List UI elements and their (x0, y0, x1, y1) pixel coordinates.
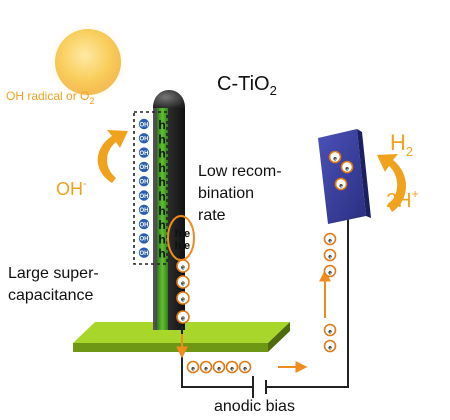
hole-symbol: h (158, 132, 165, 146)
hydroxyl-badge: OH (137, 232, 150, 245)
electron-marker: e (323, 232, 337, 246)
recombination-electron: e (184, 240, 190, 252)
hole-symbol: h (158, 161, 165, 175)
electron-symbol: e (328, 238, 332, 245)
electron-marker: e (323, 323, 337, 337)
electron-marker: e (238, 360, 252, 374)
hole-symbol: h (158, 232, 165, 246)
hole-symbol: h (158, 218, 165, 232)
electron-marker: e (212, 360, 226, 374)
hydrogen-label: H2 (390, 130, 413, 159)
hydroxyl-text: OH (140, 208, 149, 214)
sun-icon (46, 20, 130, 104)
low-recombination-line-1: Low recom- (198, 163, 282, 180)
c-tio2-nanotube (153, 90, 185, 330)
electron-symbol: e (328, 270, 332, 277)
supercapacitance-region (133, 111, 168, 265)
hydroxyl-text: OH (140, 222, 149, 228)
rod-electron-column: e e e e (176, 259, 190, 324)
external-circuit (176, 215, 349, 398)
hydroxyl-badge: OH (137, 132, 150, 145)
hydroxyl-text: OH (140, 122, 149, 128)
electron-marker: e (176, 259, 190, 273)
electron-symbol: e (328, 345, 332, 352)
hydroxyl-badge: OH (137, 118, 150, 131)
electron-symbol: e (328, 329, 332, 336)
hydroxyl-text: OH (140, 194, 149, 200)
cathode-plate (318, 129, 371, 224)
electron-marker: e (334, 177, 348, 191)
recombination-electron: e (184, 228, 190, 240)
hydroxyl-text: OH (140, 151, 149, 157)
recombination-hole: h (175, 240, 182, 252)
electron-marker: e (176, 310, 190, 324)
hydroxide-label: OH- (56, 178, 87, 199)
electron-symbol: e (345, 166, 349, 173)
proton-label: 2H+ (386, 187, 419, 212)
hydroxyl-badge: OH (137, 218, 150, 231)
hole-symbol: h (158, 175, 165, 189)
electron-marker: e (340, 160, 354, 174)
hydroxyl-badge: OH (137, 146, 150, 159)
low-recombination-line-2: bination (198, 185, 254, 202)
hydroxyl-badge: OH (137, 175, 150, 188)
electron-marker: e (328, 150, 342, 164)
hole-symbol: h (158, 147, 165, 161)
hydroxyl-badge: OH (137, 160, 150, 173)
hole-symbol: h (158, 118, 165, 132)
electron-marker: e (176, 275, 190, 289)
hydroxyl-text: OH (140, 165, 149, 171)
electron-symbol: e (191, 366, 195, 373)
electron-marker: e (225, 360, 239, 374)
hydroxyl-badge: OH (137, 189, 150, 202)
hole-symbol: h (158, 204, 165, 218)
wire-electrons: e e e e e e e e e e (186, 232, 337, 374)
hydroxyl-text: OH (140, 237, 149, 243)
electron-symbol: e (181, 297, 185, 304)
oxidation-product-label: OH radical or O2 (6, 89, 94, 106)
hydroxyl-text: OH (140, 251, 149, 257)
supercapacitance-line-2: capacitance (8, 287, 93, 304)
hydroxyl-text: OH (140, 180, 149, 186)
hydroxyl-badge: OH (137, 203, 150, 216)
electron-marker: e (323, 248, 337, 262)
electron-symbol: e (204, 366, 208, 373)
electron-symbol: e (181, 281, 185, 288)
electron-marker: e (176, 291, 190, 305)
anodic-bias-label: anodic bias (214, 398, 295, 415)
electron-marker: e (323, 339, 337, 353)
low-recombination-line-3: rate (198, 207, 226, 224)
electron-symbol: e (339, 183, 343, 190)
electron-symbol: e (230, 366, 234, 373)
electron-symbol: e (243, 366, 247, 373)
electron-symbol: e (217, 366, 221, 373)
electron-marker: e (186, 360, 200, 374)
electron-symbol: e (328, 254, 332, 261)
hydroxyl-badge: OH (137, 246, 150, 259)
material-label: C-TiO2 (217, 73, 277, 98)
hydroxyl-badge-column: OH OH OH OH OH OH OH OH OH OH (137, 118, 150, 259)
electron-marker: e (323, 264, 337, 278)
electron-symbol: e (181, 316, 185, 323)
hole-symbol: h (158, 190, 165, 204)
electron-marker: e (199, 360, 213, 374)
hole-symbol: h (158, 247, 165, 261)
supercapacitance-line-1: Large super- (8, 265, 99, 282)
recombination-hole: h (175, 228, 182, 240)
electron-symbol: e (181, 265, 185, 272)
oxidation-curved-arrow (97, 130, 128, 183)
electron-symbol: e (333, 156, 337, 163)
cathode-electrons: e e e (328, 150, 354, 191)
hydroxyl-text: OH (140, 137, 149, 143)
reduction-curved-arrow (377, 154, 407, 212)
